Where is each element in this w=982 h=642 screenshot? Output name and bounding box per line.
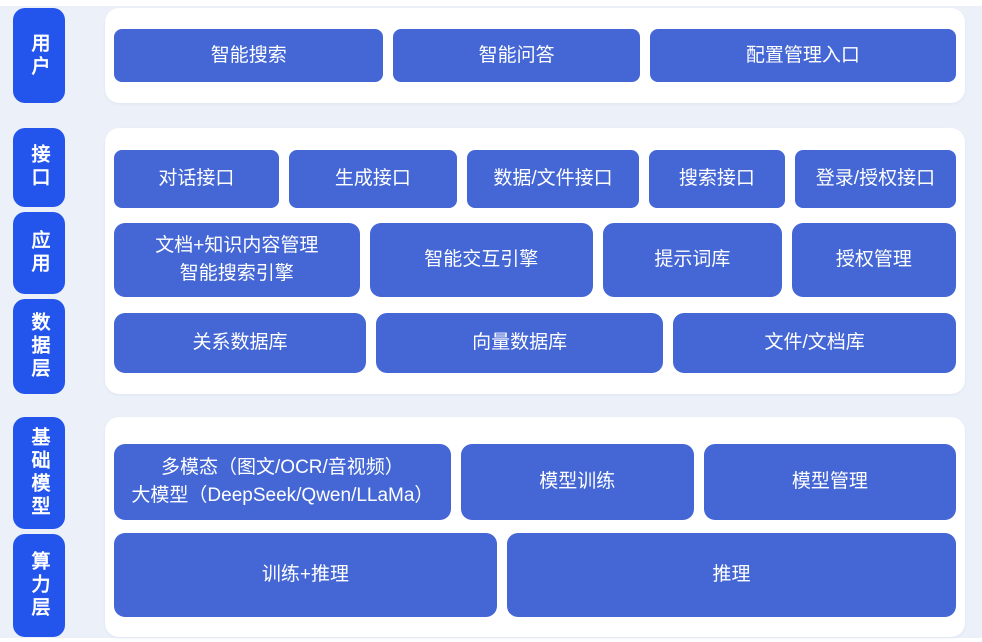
box-inference: 推理 [506, 533, 956, 617]
layer-label-application-text: 应用 [28, 230, 50, 277]
row-application-services: 文档+知识内容管理 智能搜索引擎 智能交互引擎 提示词库 授权管理 [114, 223, 956, 297]
box-intelligent-qa: 智能问答 [393, 29, 640, 82]
box-search-api: 搜索接口 [648, 150, 785, 208]
panel-platform-layers: 对话接口 生成接口 数据/文件接口 搜索接口 登录/授权接口 文档+知识内容管理… [105, 128, 965, 394]
section-platform-layers: 接口 应用 数据层 对话接口 生成接口 数据/文件接口 搜索接口 登录/授权接口… [13, 128, 965, 394]
row-api-interfaces: 对话接口 生成接口 数据/文件接口 搜索接口 登录/授权接口 [114, 150, 956, 208]
box-interactive-engine: 智能交互引擎 [369, 223, 593, 297]
layer-label-api: 接口 [13, 128, 65, 207]
row-foundation-models: 多模态（图文/OCR/音视频） 大模型（DeepSeek/Qwen/LLaMa）… [114, 444, 956, 520]
box-multimodal-llm: 多模态（图文/OCR/音视频） 大模型（DeepSeek/Qwen/LLaMa） [114, 444, 451, 520]
layer-label-data: 数据层 [13, 299, 65, 394]
box-model-training: 模型训练 [460, 444, 694, 520]
layer-label-api-text: 接口 [28, 144, 50, 191]
panel-user-layer: 智能搜索 智能问答 配置管理入口 [105, 8, 965, 103]
layer-label-compute-text: 算力层 [28, 551, 50, 621]
architecture-diagram: 用户 智能搜索 智能问答 配置管理入口 接口 应用 数据层 对话接口 [0, 6, 982, 638]
section-user-layer: 用户 智能搜索 智能问答 配置管理入口 [13, 8, 965, 103]
box-model-management: 模型管理 [703, 444, 956, 520]
box-file-doc-store: 文件/文档库 [673, 313, 956, 373]
box-generation-api: 生成接口 [288, 150, 458, 208]
layer-label-compute: 算力层 [13, 534, 65, 637]
box-doc-knowledge-search-engine: 文档+知识内容管理 智能搜索引擎 [114, 223, 360, 297]
box-prompt-library: 提示词库 [602, 223, 782, 297]
box-intelligent-search: 智能搜索 [114, 29, 384, 82]
layer-label-application: 应用 [13, 211, 65, 295]
panel-model-compute-layers: 多模态（图文/OCR/音视频） 大模型（DeepSeek/Qwen/LLaMa）… [105, 417, 965, 637]
box-auth-management: 授权管理 [791, 223, 956, 297]
layer-label-data-text: 数据层 [28, 312, 50, 382]
row-user-entries: 智能搜索 智能问答 配置管理入口 [114, 29, 956, 82]
row-compute: 训练+推理 推理 [114, 533, 956, 617]
box-training-inference: 训练+推理 [114, 533, 497, 617]
box-config-management-entry: 配置管理入口 [649, 29, 956, 82]
section-model-compute-layers: 基础模型 算力层 多模态（图文/OCR/音视频） 大模型（DeepSeek/Qw… [13, 417, 965, 637]
box-dialog-api: 对话接口 [114, 150, 279, 208]
layer-label-user: 用户 [13, 8, 65, 103]
row-data-stores: 关系数据库 向量数据库 文件/文档库 [114, 313, 956, 373]
box-data-file-api: 数据/文件接口 [467, 150, 639, 208]
layer-label-foundation-model-text: 基础模型 [28, 427, 50, 520]
layer-label-foundation-model: 基础模型 [13, 417, 65, 530]
layer-label-user-text: 用户 [28, 32, 50, 79]
box-vector-db: 向量数据库 [375, 313, 664, 373]
box-relational-db: 关系数据库 [114, 313, 366, 373]
box-login-auth-api: 登录/授权接口 [794, 150, 956, 208]
